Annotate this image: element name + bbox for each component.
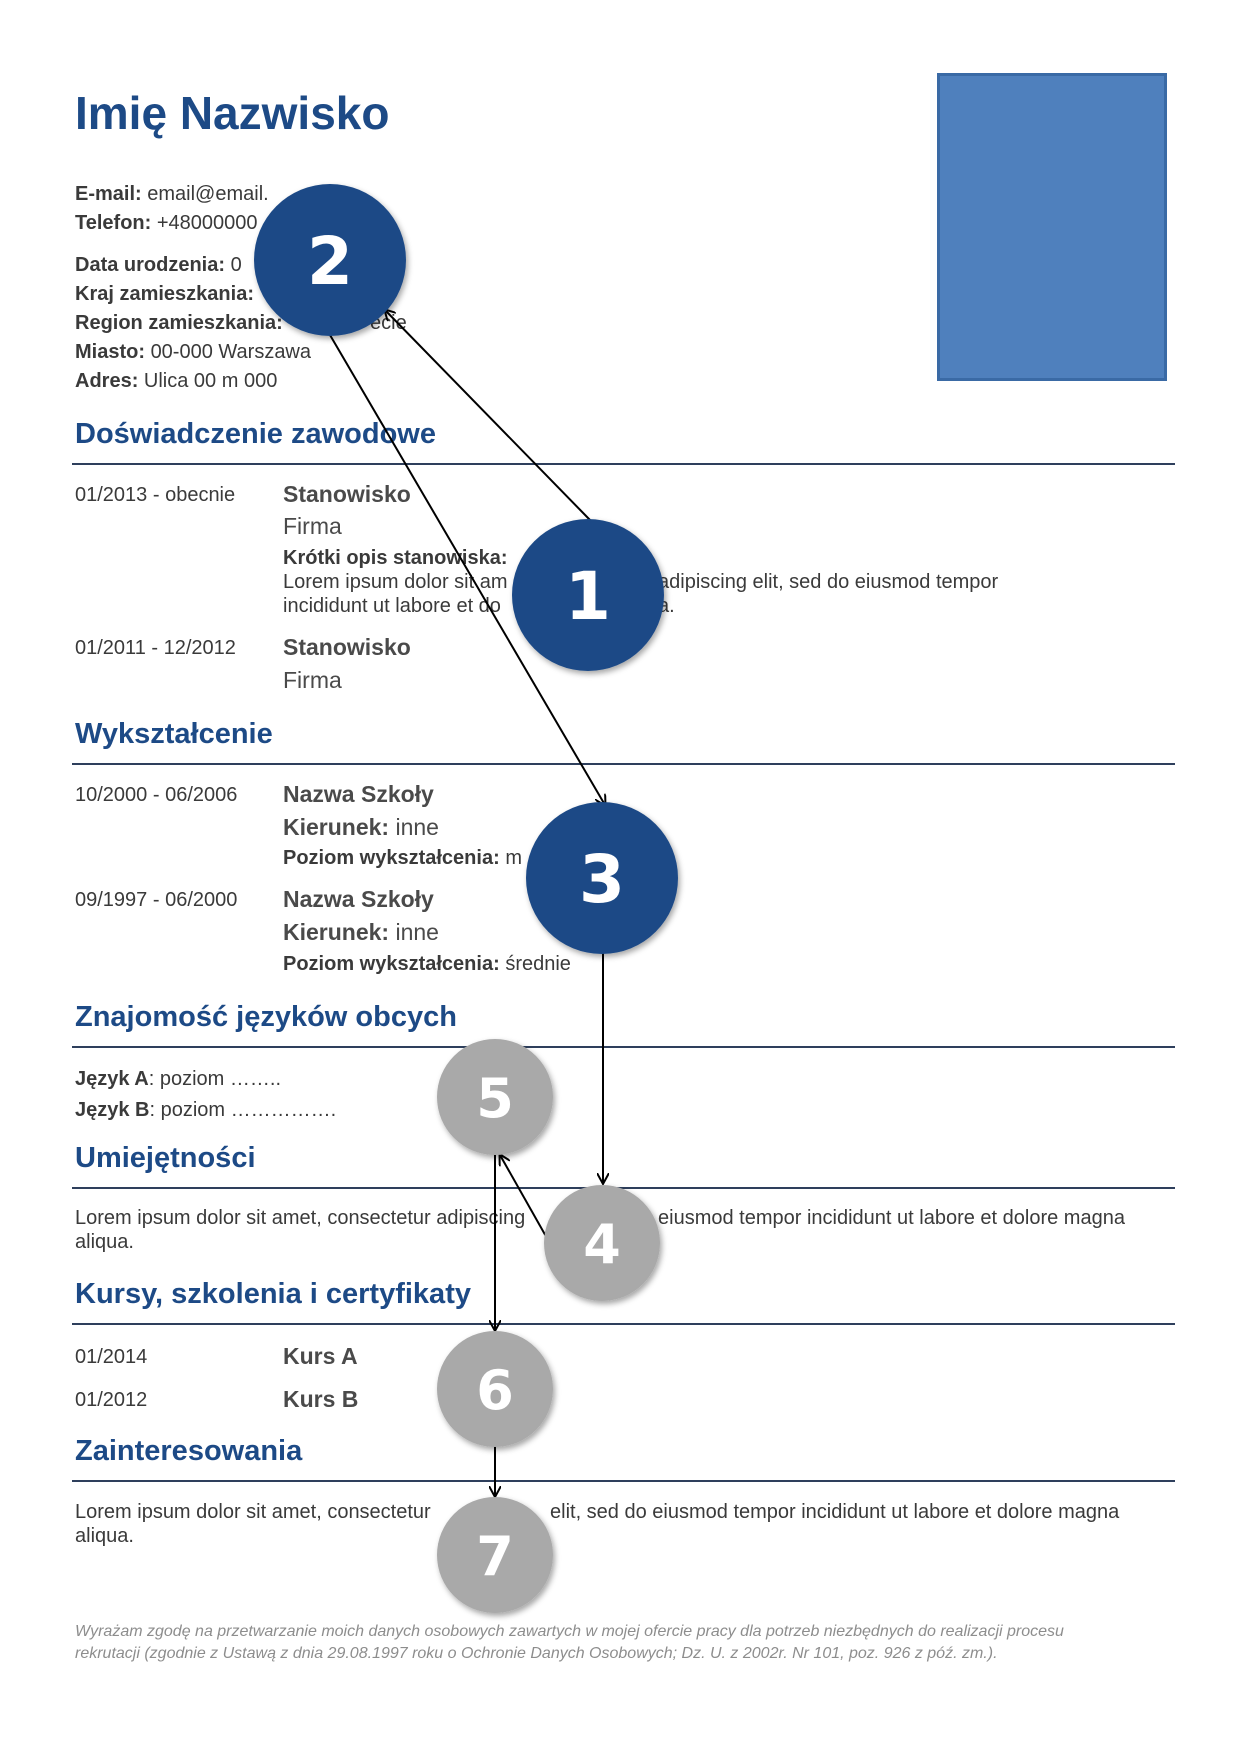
- address-label: Adres:: [75, 370, 139, 392]
- experience-desc-label: Krótki opis stanowiska:: [283, 547, 508, 569]
- language-level: : poziom …………….: [149, 1099, 337, 1121]
- region-label: Region zamieszkania:: [75, 312, 283, 334]
- education-date: 10/2000 - 06/2006: [75, 784, 238, 806]
- address-value: Ulica 00 m 000: [143, 370, 278, 392]
- country-label: Kraj zamieszkania:: [75, 283, 254, 305]
- experience-desc-line1a: Lorem ipsum dolor sit am: [283, 571, 508, 593]
- city-label: Miasto:: [75, 341, 145, 363]
- skills-text-line1b: eiusmod tempor incididunt ut labore et d…: [658, 1207, 1125, 1229]
- language-label: Język A: [75, 1068, 149, 1090]
- region-line: Region zamieszkania:: [75, 312, 283, 335]
- education-level-line: Poziom wykształcenia: średnie: [283, 953, 571, 976]
- skills-text-line2: aliqua.: [75, 1231, 134, 1253]
- section-title-experience: Doświadczenie zawodowe: [75, 418, 436, 450]
- section-divider: [72, 1046, 1175, 1048]
- cv-name: Imię Nazwisko: [75, 87, 390, 139]
- education-level-value: średnie: [505, 953, 571, 975]
- experience-desc-line1b: adipiscing elit, sed do eiusmod tempor: [658, 571, 999, 593]
- section-divider: [72, 1480, 1175, 1482]
- gdpr-consent-line2: rekrutacji (zgodnie z Ustawą z dnia 29.0…: [75, 1645, 998, 1662]
- course-date: 01/2014: [75, 1346, 148, 1368]
- interests-text-line1a: Lorem ipsum dolor sit amet, consectetur: [75, 1501, 431, 1523]
- birth-line: Data urodzenia: 0: [75, 254, 242, 277]
- education-field-value: inne: [395, 814, 439, 840]
- step-number: 4: [583, 1213, 621, 1276]
- step-badge-5: 5: [437, 1039, 553, 1155]
- language-item: Język B: poziom …………….: [75, 1099, 336, 1122]
- course-name: Kurs A: [283, 1343, 358, 1369]
- education-field-label: Kierunek:: [283, 919, 390, 945]
- phone-value: +48000000: [156, 212, 258, 234]
- city-value: 00-000 Warszawa: [150, 341, 312, 363]
- experience-position: Stanowisko: [283, 634, 411, 660]
- experience-date: 01/2013 - obecnie: [75, 484, 236, 506]
- education-date: 09/1997 - 06/2000: [75, 889, 238, 911]
- step-badge-7: 7: [437, 1497, 553, 1613]
- step-badge-6: 6: [437, 1331, 553, 1447]
- course-name: Kurs B: [283, 1386, 359, 1412]
- language-label: Język B: [75, 1099, 150, 1121]
- language-level: : poziom ……..: [148, 1068, 282, 1090]
- experience-position: Stanowisko: [283, 481, 411, 507]
- step-badge-1: 1: [512, 519, 664, 671]
- experience-desc-line2a: incididunt ut labore et do: [283, 595, 501, 617]
- education-field-value: inne: [395, 919, 439, 945]
- step-number: 2: [307, 223, 353, 300]
- section-divider: [72, 763, 1175, 765]
- education-field-line: Kierunek: inne: [283, 919, 439, 946]
- section-title-skills: Umiejętności: [75, 1142, 256, 1174]
- step-badge-2: 2: [254, 184, 406, 336]
- phone-line: Telefon: +48000000: [75, 212, 258, 235]
- arrow-4-to-5: [500, 1155, 553, 1248]
- address-line: Adres: Ulica 00 m 000: [75, 370, 277, 393]
- section-title-education: Wykształcenie: [75, 718, 273, 750]
- email-value[interactable]: email@email.: [147, 183, 269, 205]
- experience-company: Firma: [283, 513, 342, 539]
- experience-company: Firma: [283, 667, 342, 693]
- skills-text-line1a: Lorem ipsum dolor sit amet, consectetur …: [75, 1207, 526, 1229]
- interests-text-line2: aliqua.: [75, 1525, 134, 1547]
- step-number: 6: [476, 1359, 514, 1422]
- step-badge-3: 3: [526, 802, 678, 954]
- gdpr-consent-line1: Wyrażam zgodę na przetwarzanie moich dan…: [75, 1623, 1064, 1640]
- education-level-line: Poziom wykształcenia: m: [283, 847, 522, 870]
- country-line: Kraj zamieszkania:: [75, 283, 254, 306]
- photo-placeholder: [937, 73, 1167, 381]
- phone-label: Telefon:: [75, 212, 152, 234]
- education-school: Nazwa Szkoły: [283, 886, 434, 912]
- step-number: 7: [476, 1525, 514, 1588]
- step-number: 5: [476, 1067, 514, 1130]
- section-title-languages: Znajomość języków obcych: [75, 1001, 457, 1033]
- city-line: Miasto: 00-000 Warszawa: [75, 341, 311, 364]
- section-divider: [72, 1187, 1175, 1189]
- step-number: 1: [565, 558, 611, 635]
- experience-date: 01/2011 - 12/2012: [75, 637, 236, 659]
- interests-text-line1b: elit, sed do eiusmod tempor incididunt u…: [550, 1501, 1120, 1523]
- education-level-value: m: [505, 847, 522, 869]
- birth-value: 0: [230, 254, 242, 276]
- step-number: 3: [579, 841, 625, 918]
- education-level-label: Poziom wykształcenia:: [283, 953, 500, 975]
- arrow-2-to-3: [329, 334, 605, 805]
- birth-label: Data urodzenia:: [75, 254, 226, 276]
- section-divider: [72, 463, 1175, 465]
- email-label: E-mail:: [75, 183, 142, 205]
- language-item: Język A: poziom ……..: [75, 1068, 281, 1091]
- education-field-line: Kierunek: inne: [283, 814, 439, 841]
- education-school: Nazwa Szkoły: [283, 781, 434, 807]
- email-line: E-mail: email@email.: [75, 183, 269, 206]
- course-date: 01/2012: [75, 1389, 148, 1411]
- section-divider: [72, 1323, 1175, 1325]
- section-title-interests: Zainteresowania: [75, 1435, 303, 1467]
- section-title-courses: Kursy, szkolenia i certyfikaty: [75, 1278, 471, 1310]
- step-badge-4: 4: [544, 1185, 660, 1301]
- arrow-1-to-2: [385, 310, 591, 521]
- education-level-label: Poziom wykształcenia:: [283, 847, 500, 869]
- education-field-label: Kierunek:: [283, 814, 390, 840]
